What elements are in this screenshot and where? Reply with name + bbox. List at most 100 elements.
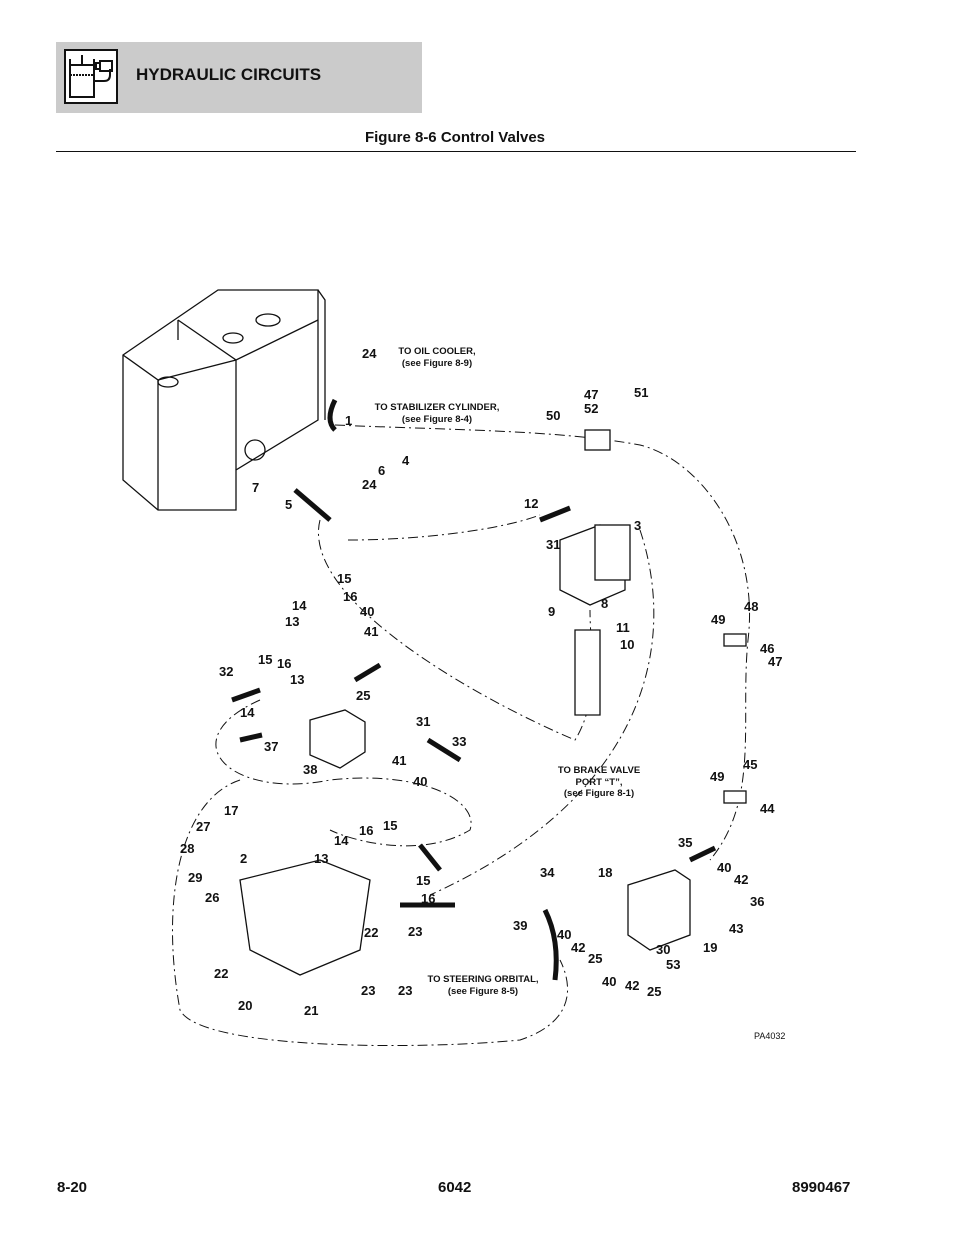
callout-9: 9 xyxy=(548,604,556,619)
callout-13: 13 xyxy=(290,672,305,687)
hoses xyxy=(231,398,717,981)
callout-15: 15 xyxy=(416,873,431,888)
callout-42: 42 xyxy=(734,872,749,887)
callout-18: 18 xyxy=(598,865,613,880)
routing-note-line: TO OIL COOLER, xyxy=(398,346,476,357)
callout-21: 21 xyxy=(304,1003,319,1018)
callout-25: 25 xyxy=(356,688,371,703)
callout-34: 34 xyxy=(540,865,555,880)
callout-12: 12 xyxy=(524,496,539,511)
callout-14: 14 xyxy=(292,598,307,613)
callout-33: 33 xyxy=(452,734,467,749)
callout-44: 44 xyxy=(760,801,775,816)
callout-42: 42 xyxy=(625,978,640,993)
manual-part-number: 8990467 xyxy=(792,1179,851,1196)
routing-note: TO OIL COOLER,(see Figure 8-9) xyxy=(398,346,475,369)
callout-39: 39 xyxy=(513,918,528,933)
callout-38: 38 xyxy=(303,762,318,777)
callout-31: 31 xyxy=(546,537,561,552)
callout-40: 40 xyxy=(557,927,572,942)
routing-note-line: (see Figure 8-1) xyxy=(563,788,635,799)
callout-25: 25 xyxy=(647,984,662,999)
callout-16: 16 xyxy=(277,656,292,671)
callout-2: 2 xyxy=(240,851,248,866)
hydraulic-tank xyxy=(122,289,326,511)
callout-26: 26 xyxy=(205,890,220,905)
callout-53: 53 xyxy=(666,957,681,972)
callout-47: 47 xyxy=(768,654,783,669)
valve-components xyxy=(239,429,747,976)
callout-23: 23 xyxy=(408,924,423,939)
callout-24: 24 xyxy=(362,346,377,361)
routing-note-line: PORT “T”, xyxy=(575,776,623,788)
callout-28: 28 xyxy=(180,841,195,856)
callout-30: 30 xyxy=(656,942,671,957)
routing-note-line: (see Figure 8-9) xyxy=(401,357,473,369)
callout-16: 16 xyxy=(421,891,436,906)
callout-14: 14 xyxy=(334,833,349,848)
callout-40: 40 xyxy=(360,604,375,619)
routing-note-line: TO STEERING ORBITAL, xyxy=(427,974,539,985)
callout-7: 7 xyxy=(252,480,260,495)
callout-49: 49 xyxy=(711,612,726,627)
routing-note-line: TO BRAKE VALVE xyxy=(557,765,641,776)
routing-note-line: (see Figure 8-5) xyxy=(447,985,519,997)
callout-16: 16 xyxy=(343,589,358,604)
callout-15: 15 xyxy=(258,652,273,667)
callout-11: 11 xyxy=(616,620,630,635)
callout-50: 50 xyxy=(546,408,561,423)
drawing-id: PA4032 xyxy=(754,1031,786,1041)
callout-42: 42 xyxy=(571,940,586,955)
callout-37: 37 xyxy=(264,739,279,754)
callout-27: 27 xyxy=(196,819,211,834)
callout-23: 23 xyxy=(398,983,413,998)
callout-49: 49 xyxy=(710,769,725,784)
callout-48: 48 xyxy=(744,599,759,614)
callout-14: 14 xyxy=(240,705,255,720)
routing-note-line: TO STABILIZER CYLINDER, xyxy=(374,402,500,413)
callout-10: 10 xyxy=(620,637,635,652)
callout-15: 15 xyxy=(383,818,398,833)
callout-22: 22 xyxy=(214,966,229,981)
callout-15: 15 xyxy=(337,571,352,586)
section-title: HYDRAULIC CIRCUITS xyxy=(136,65,322,84)
callout-22: 22 xyxy=(364,925,379,940)
figure-title: Figure 8-6 Control Valves xyxy=(364,129,546,146)
callout-51: 51 xyxy=(634,385,649,400)
callout-45: 45 xyxy=(743,757,758,772)
callout-5: 5 xyxy=(285,497,293,512)
callout-6: 6 xyxy=(378,463,386,478)
callout-46: 46 xyxy=(760,641,775,656)
model-number: 6042 xyxy=(438,1179,472,1196)
callout-43: 43 xyxy=(729,921,744,936)
callout-31: 31 xyxy=(416,714,431,729)
routing-note: TO STABILIZER CYLINDER,(see Figure 8-4) xyxy=(375,402,500,425)
callout-40: 40 xyxy=(602,974,617,989)
callout-32: 32 xyxy=(219,664,234,679)
header-divider xyxy=(56,151,856,152)
callout-13: 13 xyxy=(314,851,329,866)
callout-17: 17 xyxy=(224,803,239,818)
callout-40: 40 xyxy=(413,774,428,789)
callout-8: 8 xyxy=(601,596,609,611)
callout-40: 40 xyxy=(717,860,732,875)
routing-note-line: (see Figure 8-4) xyxy=(401,413,473,425)
callout-1: 1 xyxy=(345,413,353,428)
callout-41: 41 xyxy=(392,753,407,768)
callout-47: 47 xyxy=(584,387,599,402)
hydraulic-reservoir-pump-icon xyxy=(64,49,118,104)
callout-23: 23 xyxy=(361,983,376,998)
callout-24: 24 xyxy=(362,477,377,492)
callout-20: 20 xyxy=(238,998,253,1013)
callout-4: 4 xyxy=(402,453,410,468)
callout-25: 25 xyxy=(588,951,603,966)
page-number: 8-20 xyxy=(57,1179,88,1196)
callout-36: 36 xyxy=(750,894,765,909)
routing-note: TO STEERING ORBITAL,(see Figure 8-5) xyxy=(427,974,538,997)
callout-19: 19 xyxy=(703,940,718,955)
callout-3: 3 xyxy=(634,518,642,533)
callout-35: 35 xyxy=(678,835,693,850)
callout-16: 16 xyxy=(359,823,374,838)
